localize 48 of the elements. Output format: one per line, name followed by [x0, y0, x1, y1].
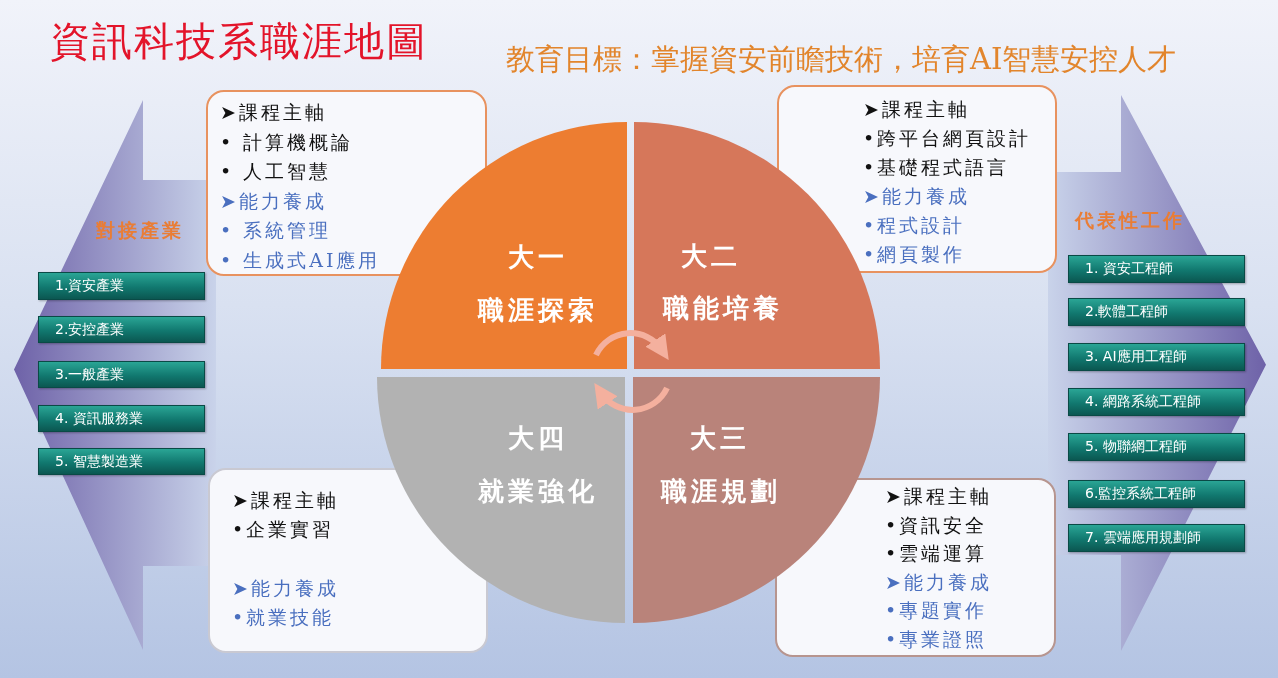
stage-label: 職能培養	[663, 291, 783, 325]
skill-item: •專業證照	[885, 626, 989, 652]
industry-box: 4. 資訊服務業	[38, 405, 205, 432]
course-heading: ➤課程主軸	[220, 100, 328, 125]
industry-box: 2.安控產業	[38, 316, 205, 343]
title: 資訊科技系職涯地圖	[50, 17, 428, 66]
course-item: •跨平台網頁設計	[863, 126, 1032, 151]
stage-label: 職涯規劃	[661, 474, 781, 508]
band-heading: 代表性工作	[1075, 208, 1185, 233]
skill-heading: ➤能力養成	[232, 576, 339, 601]
industry-box: 5. 智慧製造業	[38, 448, 205, 475]
skill-heading: ➤能力養成	[885, 569, 992, 595]
year-label: 大三	[690, 421, 750, 455]
info-card	[777, 85, 1057, 273]
industry-box: 1.資安產業	[38, 272, 205, 300]
stage-label: 職涯探索	[478, 293, 598, 327]
course-heading: ➤課程主軸	[885, 484, 992, 509]
job-box: 7. 雲端應用規劃師	[1068, 524, 1245, 552]
skill-heading: ➤能力養成	[863, 184, 971, 209]
course-item: •企業實習	[232, 517, 336, 542]
year-label: 大一	[508, 240, 568, 274]
year-label: 大二	[681, 239, 741, 273]
course-item: • 人工智慧	[220, 159, 333, 184]
skill-item: •網頁製作	[863, 242, 967, 267]
skill-heading: ➤能力養成	[220, 188, 328, 214]
job-box: 2.軟體工程師	[1068, 298, 1245, 326]
skill-item: •程式設計	[863, 213, 967, 238]
job-box: 3. AI應用工程師	[1068, 343, 1245, 371]
skill-item: • 生成式AI應用	[220, 247, 381, 273]
course-item: • 計算機概論	[220, 129, 355, 155]
job-box: 4. 網路系統工程師	[1068, 388, 1245, 416]
skill-item: •專題實作	[885, 598, 989, 623]
job-box: 6.監控系統工程師	[1068, 480, 1245, 508]
course-item: •雲端運算	[885, 541, 989, 566]
skill-item: • 系統管理	[220, 218, 333, 243]
subtitle: 教育目標：掌握資安前瞻技術，培育AI智慧安控人才	[506, 41, 1177, 78]
info-card	[775, 478, 1056, 657]
skill-item: •就業技能	[232, 605, 336, 630]
industry-box: 3.一般產業	[38, 361, 205, 388]
course-heading: ➤課程主軸	[232, 488, 339, 513]
stage-label: 就業強化	[478, 474, 598, 508]
course-item: •資訊安全	[885, 512, 989, 538]
course-item: •基礎程式語言	[863, 155, 1011, 180]
job-box: 5. 物聯網工程師	[1068, 433, 1245, 461]
course-heading: ➤課程主軸	[863, 97, 971, 122]
year-label: 大四	[508, 421, 568, 455]
band-heading: 對接產業	[96, 218, 184, 243]
job-box: 1. 資安工程師	[1068, 255, 1245, 283]
